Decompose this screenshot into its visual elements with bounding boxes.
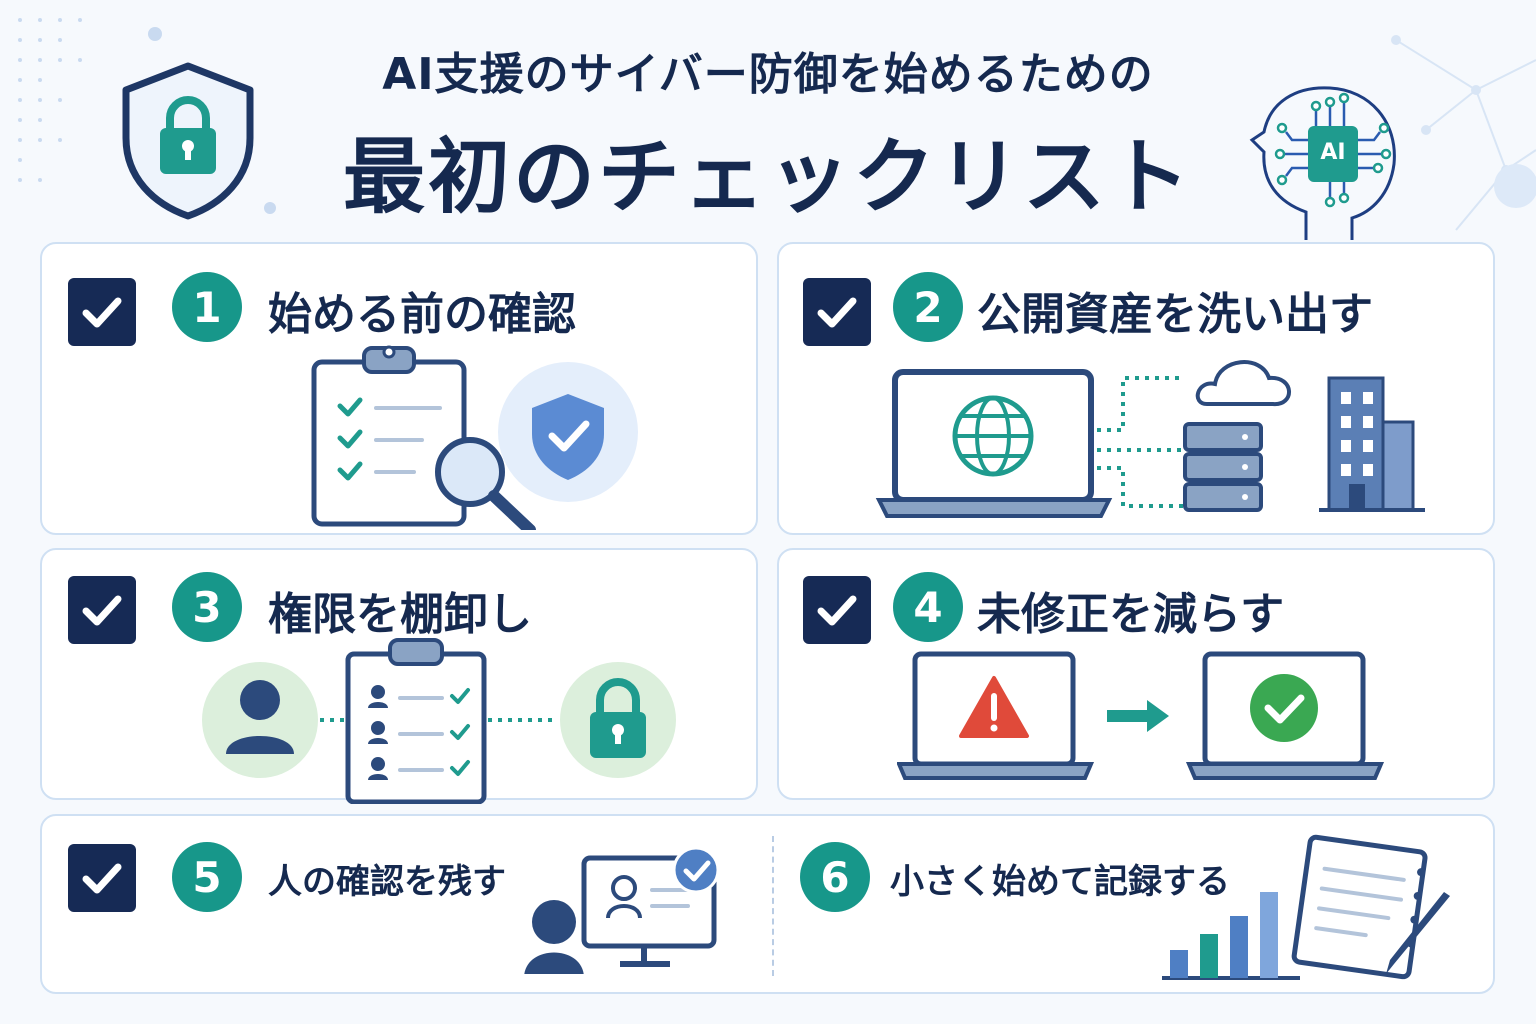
- checkbox-checked-icon[interactable]: [803, 576, 871, 644]
- public-assets-illustration: [875, 360, 1425, 518]
- checklist-card-4: 4 未修正を減らす: [777, 548, 1495, 800]
- shield-lock-icon: [122, 62, 254, 220]
- section-divider: [772, 836, 774, 976]
- checklist-card-2: 2 公開資産を洗い出す: [777, 242, 1495, 535]
- checklist-card-5-6: 5 人の確認を残す 6 小さく始めて記録する: [40, 814, 1495, 994]
- permission-review-illustration: [202, 638, 676, 804]
- checklist-card-1: 1 始める前の確認: [40, 242, 758, 535]
- ai-head-illustration: AI: [1248, 82, 1408, 242]
- page-subtitle: AI支援のサイバー防御を始めるための: [382, 49, 1154, 100]
- step-label: 始める前の確認: [268, 289, 576, 340]
- background-dot-pattern: [18, 18, 276, 214]
- step-label: 権限を棚卸し: [268, 589, 532, 640]
- step-number-badge: 4: [893, 572, 963, 642]
- step-label: 人の確認を残す: [268, 862, 506, 902]
- checkbox-checked-icon[interactable]: [68, 278, 136, 346]
- step-number-badge: 5: [172, 842, 242, 912]
- human-review-illustration: [524, 846, 720, 974]
- background-network-pattern: [1391, 35, 1536, 231]
- step-label: 未修正を減らす: [977, 589, 1285, 640]
- page-title: 最初のチェックリスト: [342, 130, 1193, 225]
- step-number-badge: 6: [800, 842, 870, 912]
- step-number-badge: 3: [172, 572, 242, 642]
- step-label: 公開資産を洗い出す: [977, 289, 1373, 340]
- clipboard-magnifier-shield-illustration: [311, 345, 638, 530]
- ai-badge-label: AI: [1320, 140, 1346, 165]
- checkbox-checked-icon[interactable]: [68, 576, 136, 644]
- record-notes-chart-illustration: [1162, 834, 1450, 980]
- checklist-card-3: 3 権限を棚卸し: [40, 548, 758, 804]
- step-label: 小さく始めて記録する: [890, 862, 1230, 902]
- patch-update-illustration: [897, 651, 1385, 780]
- step-number-badge: 2: [893, 272, 963, 342]
- checkbox-checked-icon[interactable]: [803, 278, 871, 346]
- step-number-badge: 1: [172, 272, 242, 342]
- checkbox-checked-icon[interactable]: [68, 844, 136, 912]
